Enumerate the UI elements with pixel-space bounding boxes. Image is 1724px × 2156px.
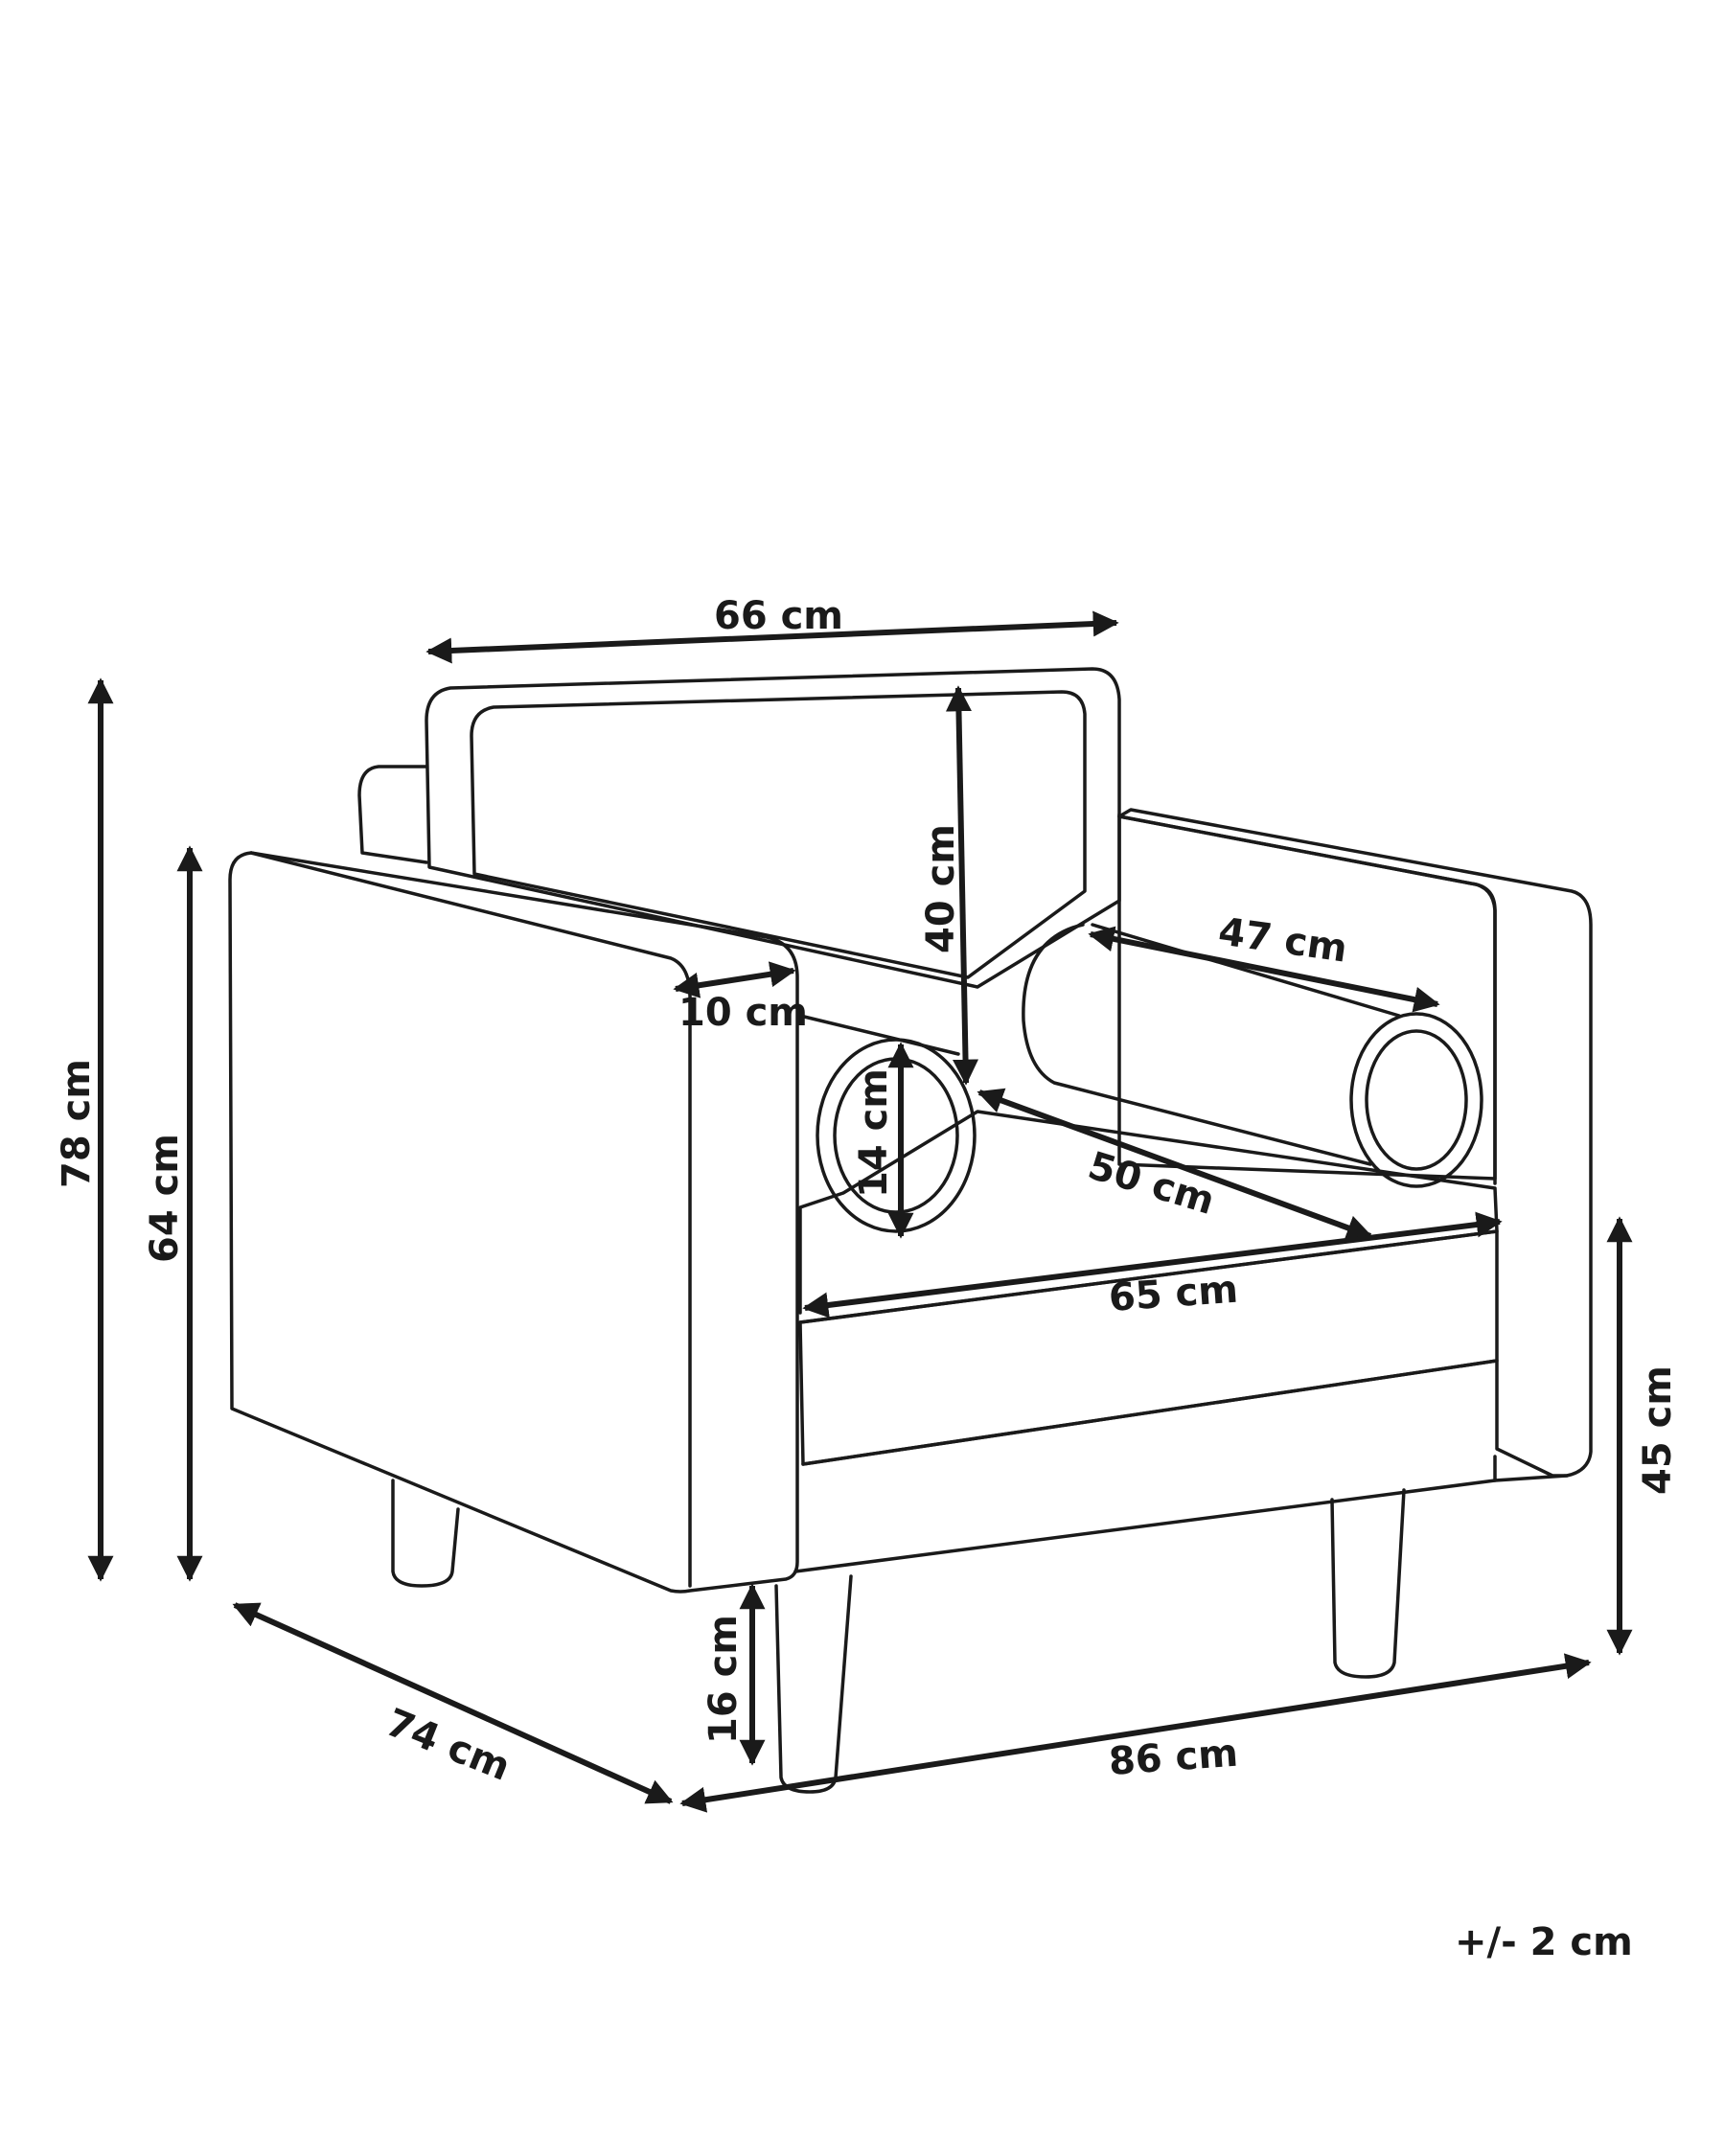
backrest-cushion <box>470 690 1087 979</box>
base-rail-bottom <box>793 1479 1497 1573</box>
dimension-labels: 66 cm 40 cm 47 cm 10 cm 14 cm 50 cm 65 c… <box>55 594 1680 1964</box>
base-rail <box>801 1359 1569 1478</box>
leg-front <box>774 1574 853 1794</box>
label-leg-height: 16 cm <box>701 1615 746 1744</box>
right-arm-side <box>1117 808 1593 1482</box>
arrow-depth <box>232 1602 674 1804</box>
arrow-bolster-length <box>1088 926 1440 1013</box>
label-back-height: 40 cm <box>919 824 963 953</box>
label-seat-height: 45 cm <box>1636 1365 1680 1495</box>
front-arm-face <box>249 851 692 1588</box>
right-bolster-end <box>1349 1012 1483 1188</box>
label-armrest-width: 10 cm <box>678 991 808 1035</box>
left-bolster-body <box>798 1014 960 1056</box>
label-total-height: 78 cm <box>55 1059 99 1188</box>
label-seat-width: 65 cm <box>1107 1268 1239 1320</box>
arrow-width <box>679 1653 1592 1813</box>
leg-front-right <box>1330 1488 1406 1679</box>
arrow-seat-width <box>802 1211 1503 1319</box>
label-width: 86 cm <box>1107 1732 1239 1784</box>
arrow-armrest-width <box>673 961 796 998</box>
right-arm <box>1117 813 1497 1181</box>
label-bolster-diameter: 14 cm <box>852 1068 896 1198</box>
right-bolster-end-inner <box>1365 1029 1468 1171</box>
front-arm-side <box>228 851 799 1594</box>
rear-left-arm <box>357 765 428 864</box>
label-width-back: 66 cm <box>714 594 843 638</box>
label-depth: 74 cm <box>379 1701 516 1790</box>
label-armrest-height: 64 cm <box>143 1134 187 1263</box>
arrow-width-back <box>425 610 1119 664</box>
tolerance-note: +/- 2 cm <box>1455 1920 1633 1964</box>
dimension-lines <box>87 610 1633 1813</box>
right-arm-top <box>1117 814 1497 1185</box>
armchair-drawing <box>228 667 1593 1794</box>
left-bolster-end <box>816 1038 977 1233</box>
arrow-back-height <box>945 685 979 1086</box>
leg-rear-left <box>391 1479 460 1588</box>
